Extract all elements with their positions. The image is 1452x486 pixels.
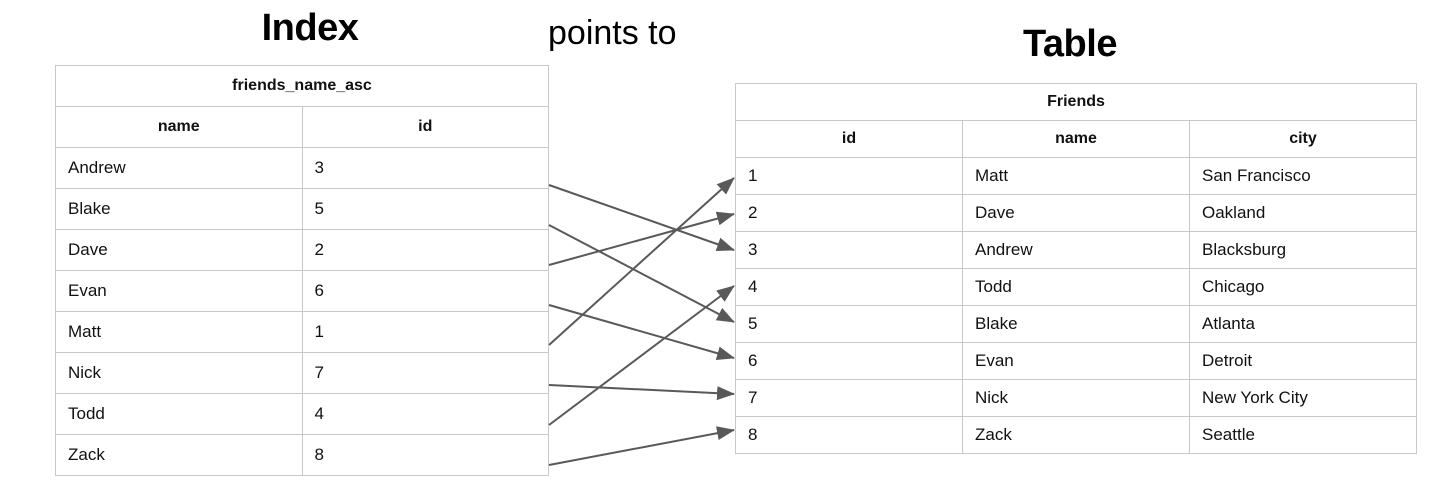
table-row: Dave 2 bbox=[55, 229, 549, 271]
index-table-body: friends_name_asc name id Andrew 3 Blake … bbox=[55, 65, 549, 476]
friends-column-header-city: city bbox=[1189, 120, 1417, 158]
friends-cell-city: Chicago bbox=[1189, 268, 1417, 306]
friends-cell-city: New York City bbox=[1189, 379, 1417, 417]
table-row: Nick 7 bbox=[55, 352, 549, 394]
index-cell-name: Todd bbox=[55, 393, 303, 435]
friends-cell-id: 8 bbox=[735, 416, 963, 454]
index-column-header-name: name bbox=[55, 106, 303, 148]
table-row: 1 Matt San Francisco bbox=[735, 157, 1417, 195]
table-row: 2 Dave Oakland bbox=[735, 194, 1417, 232]
table-row: 6 Evan Detroit bbox=[735, 342, 1417, 380]
table-row: 3 Andrew Blacksburg bbox=[735, 231, 1417, 269]
index-cell-id: 4 bbox=[301, 393, 549, 435]
index-cell-id: 3 bbox=[301, 147, 549, 189]
friends-cell-id: 3 bbox=[735, 231, 963, 269]
friends-cell-city: San Francisco bbox=[1189, 157, 1417, 195]
table-row: Zack 8 bbox=[55, 434, 549, 476]
friends-cell-name: Blake bbox=[962, 305, 1190, 343]
friends-cell-id: 1 bbox=[735, 157, 963, 195]
friends-cell-city: Blacksburg bbox=[1189, 231, 1417, 269]
friends-cell-city: Atlanta bbox=[1189, 305, 1417, 343]
index-title: Index bbox=[261, 7, 359, 49]
index-cell-name: Evan bbox=[55, 270, 303, 312]
table-row: Blake 5 bbox=[55, 188, 549, 230]
friends-cell-city: Seattle bbox=[1189, 416, 1417, 454]
friends-cell-name: Evan bbox=[962, 342, 1190, 380]
index-cell-id: 2 bbox=[301, 229, 549, 271]
index-cell-id: 5 bbox=[301, 188, 549, 230]
friends-cell-name: Zack bbox=[962, 416, 1190, 454]
friends-name-cell: Friends bbox=[735, 83, 1417, 121]
pointer-arrow-blake-to-id-5 bbox=[548, 224, 735, 323]
index-cell-name: Zack bbox=[55, 434, 303, 476]
index-table-name-row: friends_name_asc bbox=[55, 65, 549, 107]
friends-table-name-row: Friends bbox=[735, 83, 1417, 121]
table-row: Matt 1 bbox=[55, 311, 549, 353]
table-title: Table bbox=[1023, 23, 1117, 65]
friends-header-row: id name city bbox=[735, 120, 1417, 158]
index-cell-name: Andrew bbox=[55, 147, 303, 189]
friends-cell-city: Oakland bbox=[1189, 194, 1417, 232]
index-header-row: name id bbox=[55, 106, 549, 148]
friends-table-body: Friends id name city 1 Matt San Francisc… bbox=[735, 83, 1417, 454]
pointer-arrow-todd-to-id-4 bbox=[548, 285, 735, 426]
index-cell-name: Nick bbox=[55, 352, 303, 394]
table-row: 4 Todd Chicago bbox=[735, 268, 1417, 306]
friends-cell-id: 5 bbox=[735, 305, 963, 343]
index-name-cell: friends_name_asc bbox=[55, 65, 549, 107]
index-cell-id: 1 bbox=[301, 311, 549, 353]
friends-cell-id: 4 bbox=[735, 268, 963, 306]
index-cell-id: 7 bbox=[301, 352, 549, 394]
friends-column-header-name: name bbox=[962, 120, 1190, 158]
friends-table: Friends id name city 1 Matt San Francisc… bbox=[735, 83, 1417, 454]
pointer-arrow-zack-to-id-8 bbox=[548, 426, 735, 466]
pointer-arrow-dave-to-id-2 bbox=[548, 211, 735, 266]
index-table: friends_name_asc name id Andrew 3 Blake … bbox=[55, 65, 549, 476]
pointer-arrow-andrew-to-id-3 bbox=[548, 184, 735, 251]
index-cell-name: Dave bbox=[55, 229, 303, 271]
friends-cell-name: Nick bbox=[962, 379, 1190, 417]
index-column-header-id: id bbox=[301, 106, 549, 148]
friends-cell-id: 7 bbox=[735, 379, 963, 417]
table-row: Todd 4 bbox=[55, 393, 549, 435]
index-cell-id: 8 bbox=[301, 434, 549, 476]
friends-cell-name: Andrew bbox=[962, 231, 1190, 269]
friends-cell-city: Detroit bbox=[1189, 342, 1417, 380]
table-row: 8 Zack Seattle bbox=[735, 416, 1417, 454]
pointer-arrow-matt-to-id-1 bbox=[548, 177, 735, 346]
table-row: Evan 6 bbox=[55, 270, 549, 312]
table-row: 5 Blake Atlanta bbox=[735, 305, 1417, 343]
index-cell-name: Blake bbox=[55, 188, 303, 230]
table-row: 7 Nick New York City bbox=[735, 379, 1417, 417]
points-to-label: points to bbox=[548, 14, 677, 52]
table-row: Andrew 3 bbox=[55, 147, 549, 189]
friends-cell-name: Dave bbox=[962, 194, 1190, 232]
friends-cell-id: 2 bbox=[735, 194, 963, 232]
index-cell-id: 6 bbox=[301, 270, 549, 312]
friends-cell-name: Matt bbox=[962, 157, 1190, 195]
friends-cell-id: 6 bbox=[735, 342, 963, 380]
pointer-arrow-evan-to-id-6 bbox=[548, 304, 735, 361]
friends-cell-name: Todd bbox=[962, 268, 1190, 306]
pointer-arrow-nick-to-id-7 bbox=[548, 384, 735, 401]
friends-column-header-id: id bbox=[735, 120, 963, 158]
index-cell-name: Matt bbox=[55, 311, 303, 353]
